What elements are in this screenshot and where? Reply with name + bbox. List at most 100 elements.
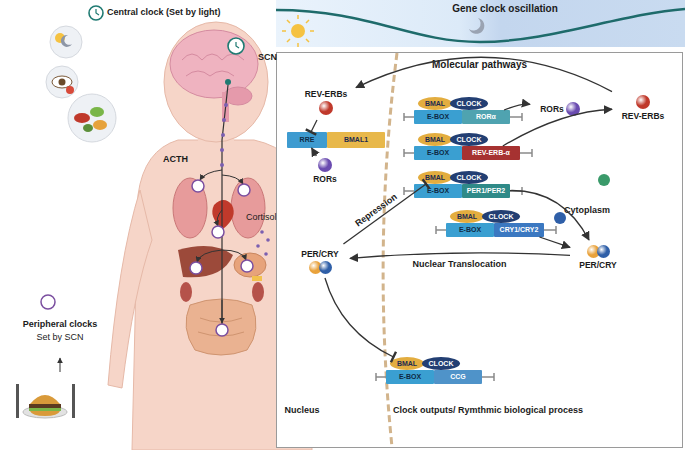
day-night-band bbox=[282, 15, 314, 47]
meal-icon bbox=[30, 411, 60, 416]
scn-pathway bbox=[222, 85, 228, 330]
gene-box: REV-ERB-α bbox=[462, 146, 520, 160]
connector bbox=[350, 253, 570, 259]
meal-icon bbox=[16, 384, 19, 418]
node-text: CLOCK bbox=[450, 133, 488, 146]
annotation-label: ACTH bbox=[163, 154, 188, 164]
peripheral-clock-icons bbox=[41, 295, 55, 309]
scn-pathway bbox=[221, 133, 225, 137]
scn-pathway bbox=[220, 148, 224, 152]
annotation-label: Peripheral clocks bbox=[23, 319, 98, 329]
meal-icon bbox=[72, 384, 75, 418]
connector bbox=[312, 148, 317, 156]
day-night-band bbox=[469, 18, 484, 34]
scn-pathway bbox=[197, 85, 270, 330]
bmal-oval: BMAL bbox=[390, 357, 424, 370]
eye-icon bbox=[59, 79, 66, 86]
annotation-label: Cytoplasm bbox=[564, 205, 610, 215]
ebox-box: E-BOX bbox=[414, 146, 462, 160]
protein-ball bbox=[319, 101, 333, 115]
node-text: E-BOX bbox=[386, 370, 434, 384]
bmal-oval: BMAL bbox=[418, 171, 452, 184]
food-icon bbox=[68, 94, 116, 142]
organs bbox=[212, 200, 233, 229]
connector bbox=[503, 109, 612, 146]
node-text: BMAL1 bbox=[327, 132, 385, 148]
annotation-label: Cortisol bbox=[246, 212, 277, 222]
human-body bbox=[108, 190, 152, 388]
peripheral-clock-icons bbox=[190, 262, 202, 274]
gene-box: BMAL1 bbox=[327, 132, 385, 148]
light-icon bbox=[50, 26, 82, 58]
scn-clock-icon bbox=[228, 38, 244, 54]
annotation-label: Nucleus bbox=[284, 405, 319, 415]
food-icon bbox=[68, 94, 116, 142]
pathway-panel: Molecular pathwaysREV-ERBsRREBMAL1RORsBM… bbox=[276, 52, 683, 448]
organs bbox=[178, 246, 233, 277]
day-night-band bbox=[291, 24, 305, 38]
connector bbox=[325, 278, 393, 357]
clock-oval: CLOCK bbox=[482, 210, 520, 223]
node-text: REV-ERBs bbox=[305, 89, 348, 99]
node-text: RORs bbox=[313, 174, 337, 184]
gene-box: CCG bbox=[434, 370, 482, 384]
protein-node: REV-ERBs bbox=[296, 84, 356, 120]
clock-oval: CLOCK bbox=[422, 357, 460, 370]
node-text: E-BOX bbox=[446, 223, 494, 237]
node-text: CRY1/CRY2 bbox=[494, 223, 544, 237]
free-proteins bbox=[598, 174, 610, 186]
complex-balls bbox=[309, 261, 332, 274]
node-text: PER1/PER2 bbox=[462, 184, 510, 198]
scn-pathway bbox=[256, 244, 260, 248]
scn-pathway bbox=[264, 252, 268, 256]
node-text: BMAL bbox=[418, 133, 452, 146]
dna-strands bbox=[376, 113, 556, 381]
central-clock-icon bbox=[89, 6, 103, 20]
eye-icon bbox=[66, 86, 74, 94]
bmal-oval: BMAL bbox=[418, 97, 452, 110]
protein-node: RORs bbox=[300, 156, 350, 186]
meal-icon bbox=[30, 395, 60, 404]
day-night-band bbox=[276, 0, 685, 47]
clock-oval: CLOCK bbox=[450, 171, 488, 184]
complex-node: PER/CRY bbox=[290, 244, 350, 278]
scn-pathway bbox=[222, 250, 246, 260]
node-text: RORα bbox=[462, 110, 510, 124]
node-text: E-BOX bbox=[414, 146, 462, 160]
brain bbox=[170, 30, 258, 122]
meal-icon bbox=[60, 358, 61, 372]
central-clock-icon bbox=[96, 9, 99, 15]
connector bbox=[356, 57, 612, 91]
complex-node: PER/CRY bbox=[570, 240, 626, 274]
node-text: PER/CRY bbox=[579, 260, 616, 270]
meal-icon bbox=[29, 404, 61, 408]
protein-ball bbox=[566, 102, 580, 116]
gene-box: CRY1/CRY2 bbox=[494, 223, 544, 237]
scn-pathway bbox=[224, 103, 228, 107]
edge-label: Nuclear Translocation bbox=[412, 259, 506, 269]
peripheral-clock-icons bbox=[216, 324, 228, 336]
eye-icon bbox=[46, 66, 78, 98]
meal-icon bbox=[29, 408, 61, 411]
scn-pathway bbox=[260, 230, 264, 234]
node-text: BMAL bbox=[418, 171, 452, 184]
organs bbox=[231, 178, 265, 238]
scn-pathway bbox=[222, 175, 243, 184]
panel-background bbox=[276, 52, 683, 448]
scn-clock-icon bbox=[236, 42, 239, 48]
node-text: BMAL bbox=[390, 357, 424, 370]
scn-clock-icon bbox=[228, 38, 244, 54]
node-text: CLOCK bbox=[450, 171, 488, 184]
brain bbox=[225, 79, 231, 85]
bmal-oval: BMAL bbox=[418, 133, 452, 146]
peripheral-clock-icons bbox=[241, 260, 253, 272]
human-body bbox=[164, 22, 268, 142]
node-text: E-BOX bbox=[414, 184, 462, 198]
connector bbox=[510, 191, 589, 240]
connector bbox=[343, 184, 426, 244]
node-text: CLOCK bbox=[422, 357, 460, 370]
food-icon bbox=[83, 124, 93, 132]
node-text: RORs bbox=[540, 104, 564, 114]
